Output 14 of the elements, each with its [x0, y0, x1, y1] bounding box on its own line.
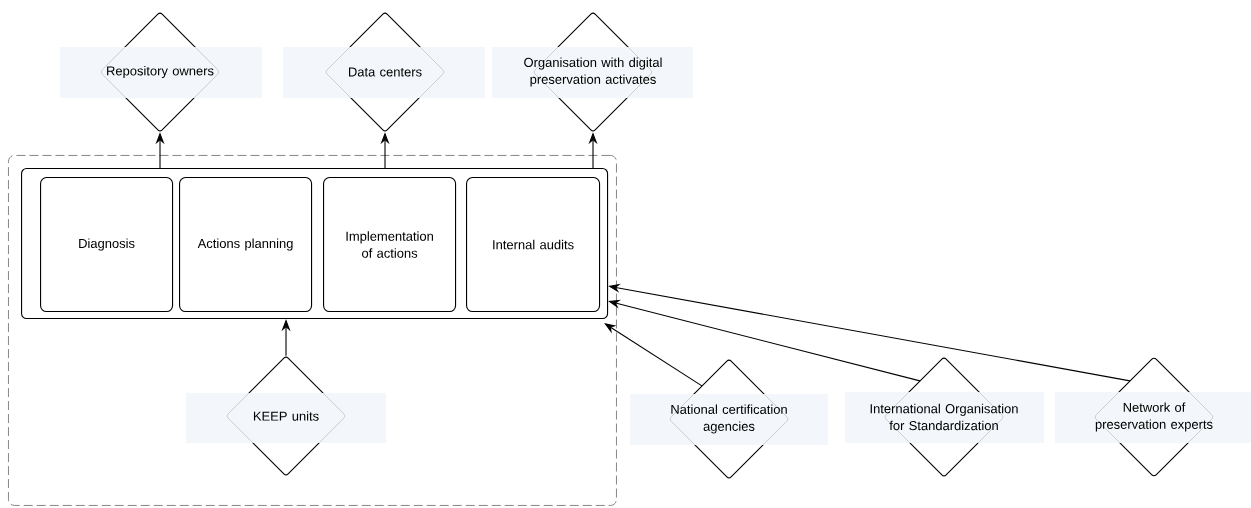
diamond-node: KEEP units [186, 356, 386, 476]
process-box: Internal audits [466, 177, 601, 313]
process-box: Implementation of actions [323, 177, 457, 313]
diamond-node: Organisation with digital preservation activates [492, 12, 693, 132]
process-box: Diagnosis [40, 177, 174, 313]
diamond-node: International Organisation for Standardization [845, 357, 1044, 477]
container-box [21, 168, 609, 320]
diamond-node: Network of preservation experts [1055, 357, 1251, 477]
arrow [604, 323, 703, 387]
diamond-node: National certification agencies [630, 359, 828, 479]
diamond-node: Repository owners [60, 12, 262, 132]
dashed-boundary [8, 155, 617, 506]
diamond-node: Data centers [283, 12, 485, 132]
process-box: Actions planning [179, 177, 313, 313]
